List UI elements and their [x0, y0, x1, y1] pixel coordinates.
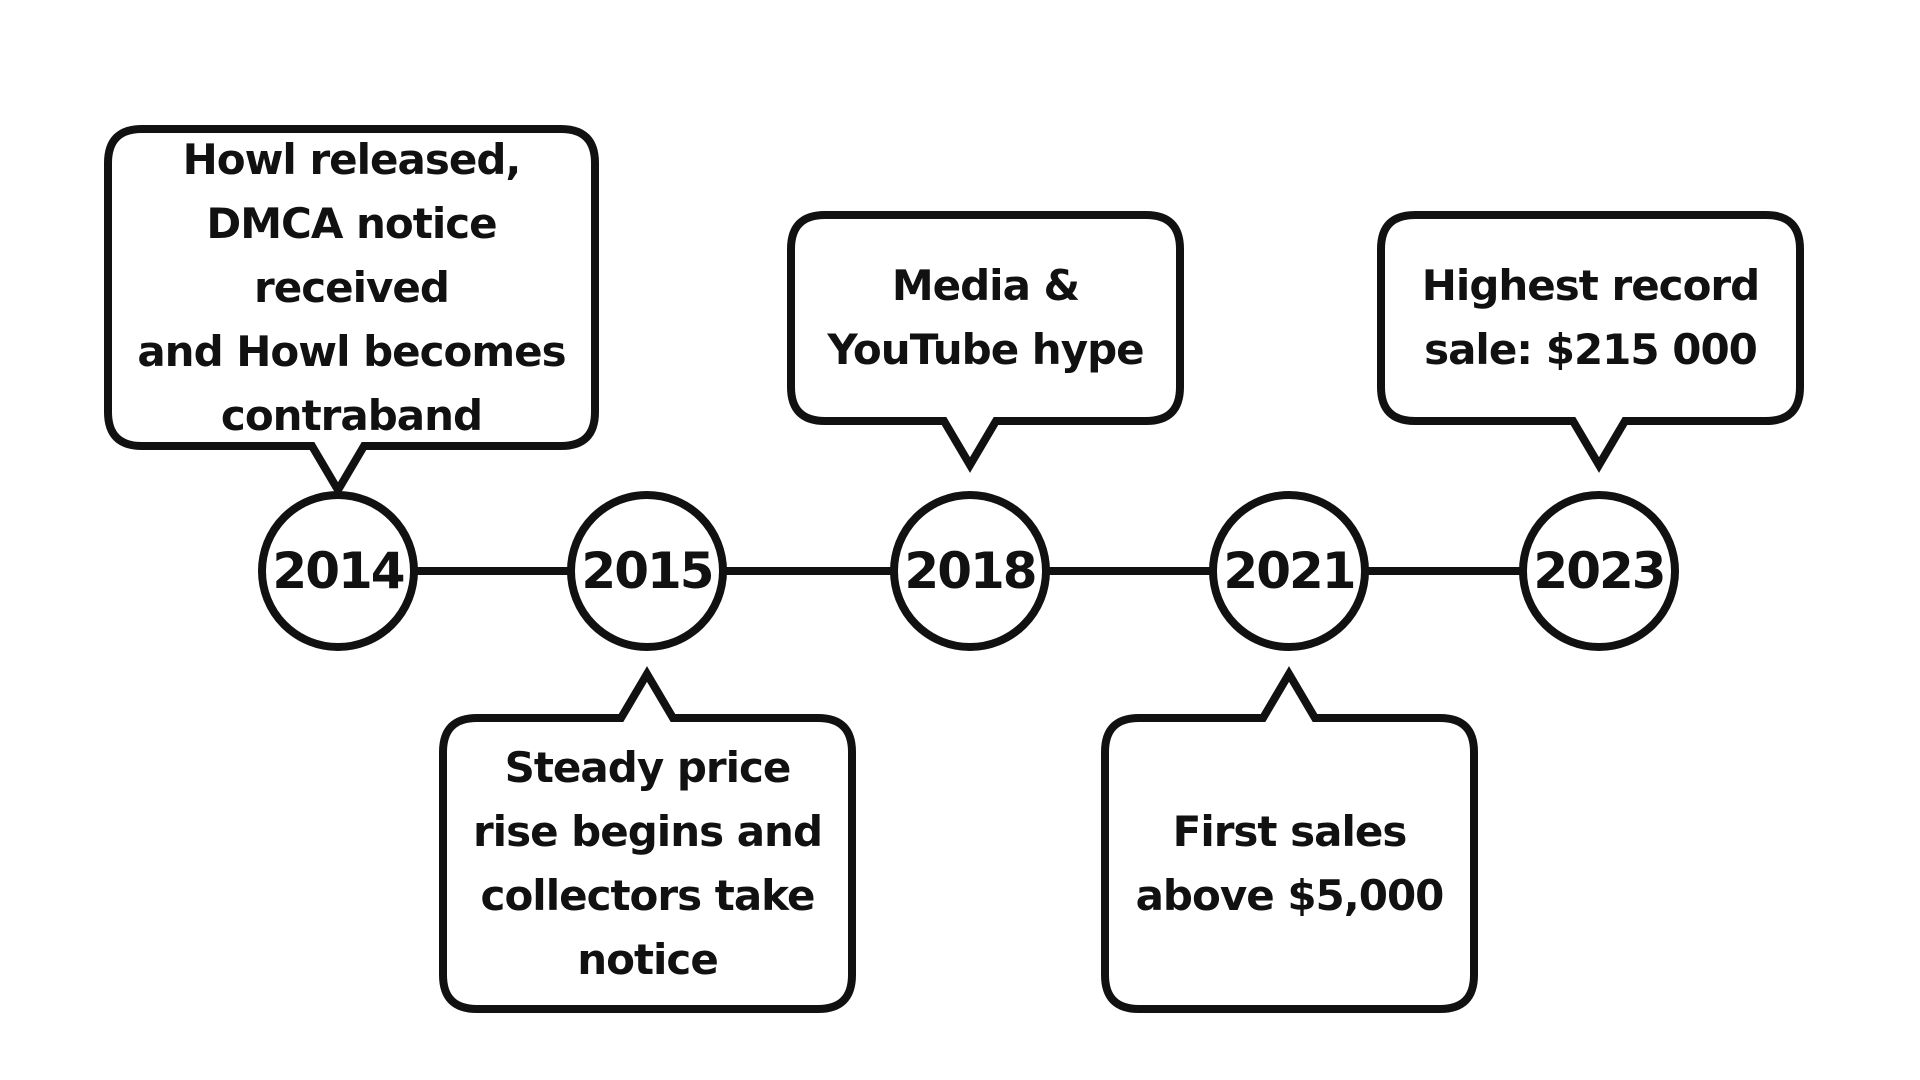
year-label-2014: 2014 [272, 542, 405, 600]
callout-box-2014 [104, 125, 599, 498]
year-circle-2021 [1209, 491, 1369, 651]
callout-box-2023 [1377, 211, 1804, 473]
callout-box-2015 [439, 666, 856, 1013]
year-circle-2023 [1519, 491, 1679, 651]
callout-text-2021: First sales above $5,000 [1135, 806, 1445, 920]
callout-text-2023: Highest record sale: $215 000 [1421, 261, 1760, 374]
year-label-2015: 2015 [581, 542, 714, 600]
callout-text-2018: Media & YouTube hype [827, 261, 1144, 374]
year-label-2018: 2018 [904, 542, 1037, 600]
year-circle-2014 [258, 491, 418, 651]
year-circle-2018 [890, 491, 1050, 651]
year-circle-2015 [567, 491, 727, 651]
callout-text-2014: Howl released, DMCA notice received and … [137, 134, 566, 440]
year-label-2021: 2021 [1223, 542, 1356, 600]
callout-text-2015: Steady price rise begins and collectors … [472, 742, 823, 984]
year-label-2023: 2023 [1533, 542, 1666, 600]
callout-box-2021 [1101, 666, 1478, 1013]
callout-box-2018 [787, 211, 1184, 473]
